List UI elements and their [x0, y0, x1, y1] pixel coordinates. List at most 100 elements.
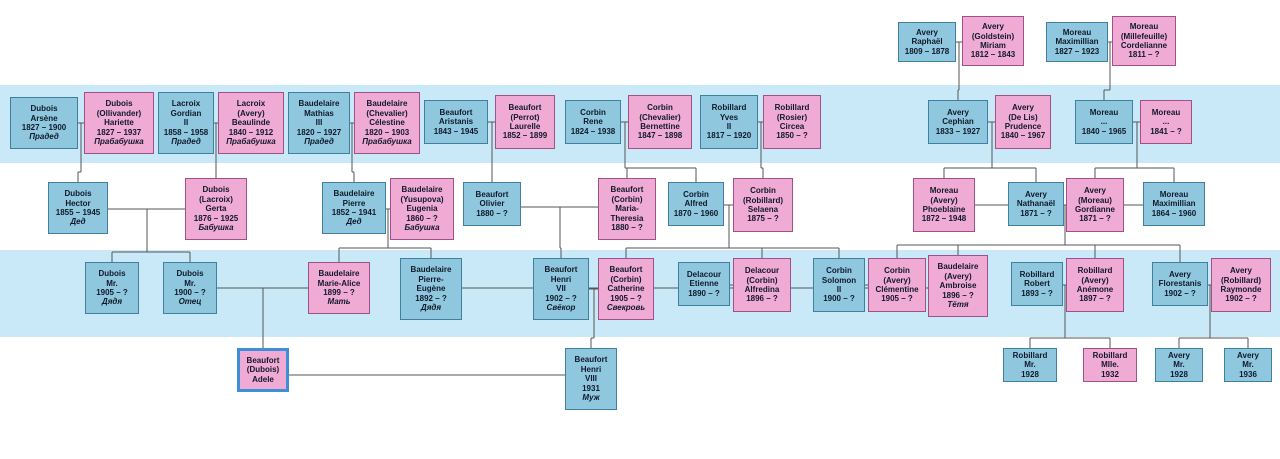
person-text: Mr.	[1173, 360, 1185, 370]
person-text: Gerta	[205, 204, 227, 214]
person-text: Theresia	[610, 213, 644, 223]
person-text: (Yusupova)	[400, 194, 444, 204]
person-text: 1852 – 1941	[331, 208, 377, 217]
person-text: Baudelaire	[401, 185, 443, 195]
person-role: Прабабушка	[362, 137, 412, 147]
person-text: (Corbin)	[746, 275, 778, 285]
person-text: Dubois	[176, 269, 204, 279]
person-box-moreau_unknown_m[interactable]: Moreau...1840 – 1965	[1075, 100, 1133, 144]
person-role: Прабабушка	[94, 137, 144, 147]
person-role: Свекровь	[606, 303, 646, 313]
person-text: 1852 – 1899	[502, 131, 548, 141]
person-text: 1847 – 1898	[637, 131, 683, 141]
person-text: Mlle.	[1101, 360, 1119, 370]
person-text: Hector	[65, 198, 91, 208]
person-text: Avery	[1168, 350, 1190, 360]
person-text: 1827 – 1923	[1054, 46, 1100, 56]
person-text: Yves	[719, 112, 739, 122]
person-text: 1905 – ?	[610, 293, 642, 303]
person-text: (Avery)	[1081, 275, 1109, 285]
person-text: Corbin	[826, 266, 852, 276]
person-text: Ambroise	[939, 281, 977, 291]
person-text: 1893 – ?	[1021, 288, 1053, 298]
person-box-beaufort_adele[interactable]: Beaufort(Dubois)Adele	[237, 348, 289, 392]
person-text: 1892 – ?	[415, 293, 447, 303]
person-text: 1900 – ?	[823, 294, 855, 304]
person-text: II	[183, 118, 189, 128]
person-text: (Robillard)	[743, 195, 783, 205]
person-text: 1820 – 1903	[364, 127, 410, 137]
person-text: Avery	[947, 107, 969, 117]
person-text: Robillard	[1019, 269, 1055, 279]
person-role: Дядя	[420, 303, 442, 313]
person-text: Avery	[1025, 189, 1047, 199]
person-text: ...	[1100, 117, 1108, 127]
person-role: Свёкор	[546, 303, 576, 313]
person-text: Beaulinde	[231, 118, 271, 128]
person-text: Moreau	[1129, 22, 1159, 32]
person-text: Corbin	[884, 266, 910, 276]
person-text: Maximillian	[1152, 199, 1196, 209]
person-box-moreau_unknown_f[interactable]: Moreau...1841 – ?	[1140, 100, 1192, 144]
person-text: Baudelaire	[366, 99, 408, 109]
person-text: Raphaël	[911, 37, 943, 47]
person-text: 1827 – 1937	[96, 127, 142, 137]
person-text: ...	[1162, 117, 1170, 127]
person-text: Beaufort	[439, 107, 473, 117]
person-text: 1905 – ?	[96, 288, 128, 297]
person-text: 1850 – ?	[776, 131, 808, 141]
person-text: VIII	[584, 374, 597, 384]
person-text: Mr.	[184, 278, 196, 288]
